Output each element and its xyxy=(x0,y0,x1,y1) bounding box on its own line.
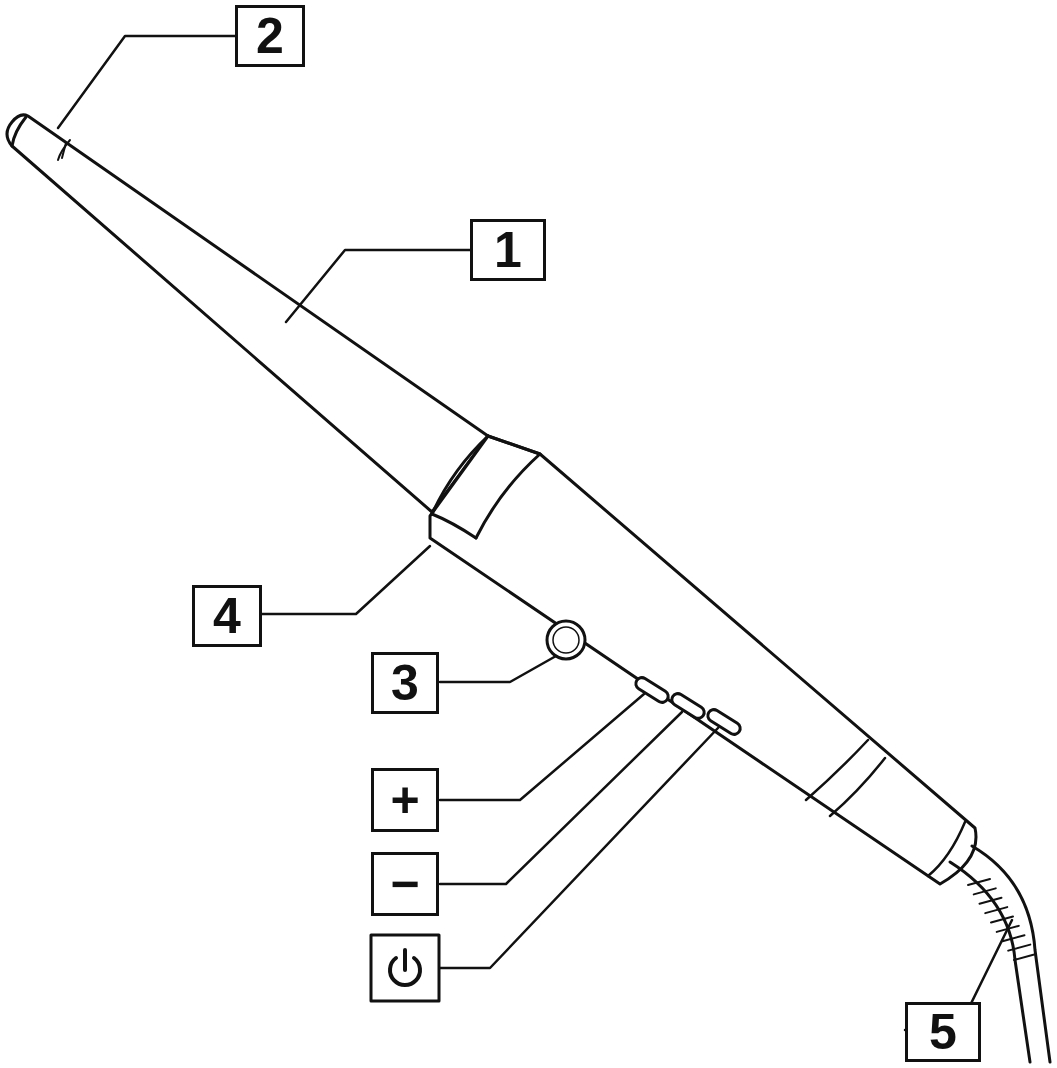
leader-lines xyxy=(58,36,1012,1030)
handle xyxy=(430,436,976,884)
power-symbol xyxy=(403,950,407,970)
button xyxy=(553,627,579,653)
cord-coils xyxy=(968,879,1036,960)
barrel xyxy=(7,115,488,512)
callout-number: − xyxy=(371,852,439,916)
collar xyxy=(476,436,540,538)
callout-number: + xyxy=(371,768,439,832)
grip-band xyxy=(806,740,868,800)
callout-number: 2 xyxy=(235,5,305,67)
collar xyxy=(432,514,476,538)
callout-number: 1 xyxy=(470,219,546,281)
button xyxy=(547,621,585,659)
callout-number: 3 xyxy=(371,652,439,714)
cord xyxy=(972,846,1050,1062)
grip-band xyxy=(830,758,885,816)
barrel-tip xyxy=(12,117,26,146)
tip-ring xyxy=(58,140,70,160)
callout-number: 5 xyxy=(905,1002,981,1062)
control-slots xyxy=(634,675,743,736)
collar xyxy=(432,436,488,514)
power-callout-box xyxy=(371,935,439,1001)
callout-number: 4 xyxy=(192,585,262,647)
